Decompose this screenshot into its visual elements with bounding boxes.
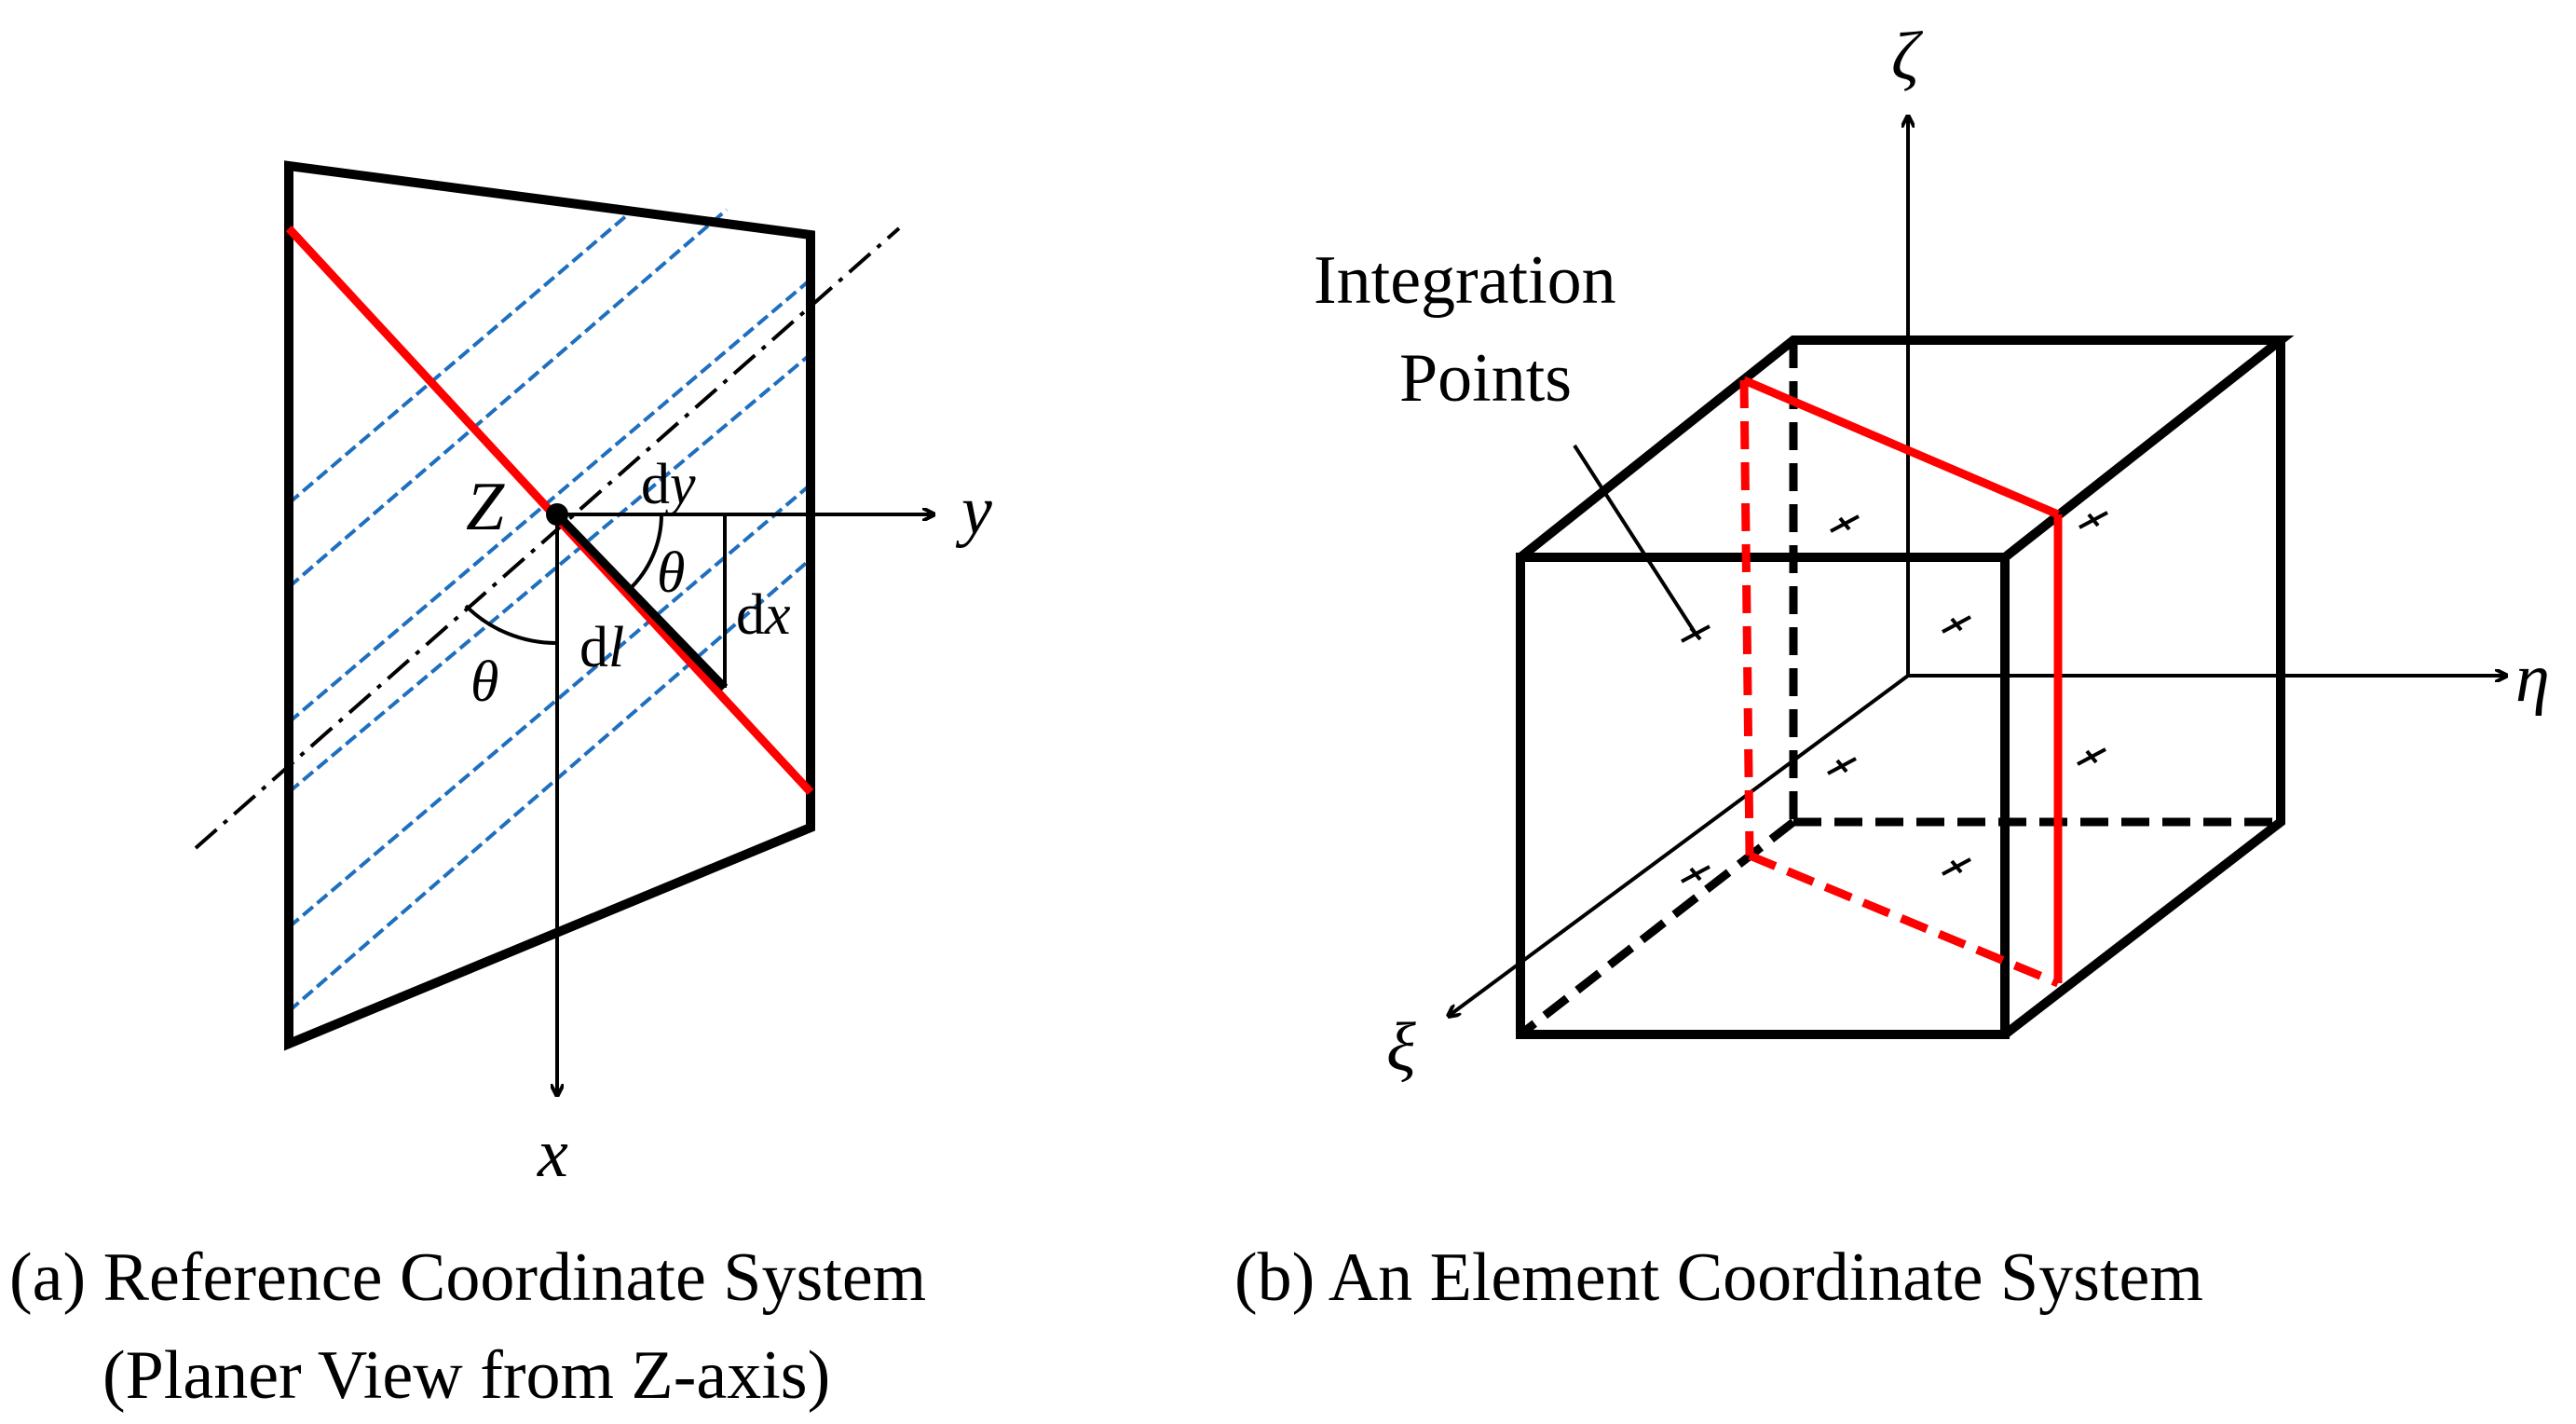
y-axis-label: y <box>955 472 992 549</box>
integration-point <box>1942 615 1971 634</box>
integration-point <box>1942 857 1971 876</box>
panel-b-element-coordinate-system: Integration Points ζ η ξ (b) An Element … <box>1234 19 2550 1316</box>
caption-a-line2: (Planer View from Z-axis) <box>102 1337 830 1414</box>
theta-arc-lower <box>464 604 558 646</box>
caption-a-line1: (a) Reference Coordinate System <box>9 1239 926 1316</box>
origin-label: Z <box>466 469 505 545</box>
panel-a-reference-coordinate-system: Z dy θ dx dl θ y x (a) Reference Coordin… <box>9 160 992 1414</box>
dash-dot-line <box>194 226 901 850</box>
integration-points-leader <box>1573 444 1697 636</box>
integration-point <box>1830 514 1860 533</box>
caption-b: (b) An Element Coordinate System <box>1234 1239 2203 1316</box>
integration-points-label-line2: Points <box>1399 340 1572 417</box>
red-section-plane <box>1739 376 2063 988</box>
theta-arc-upper <box>627 513 663 592</box>
integration-point <box>1681 865 1711 883</box>
dl-label: dl <box>579 616 624 679</box>
dl-segment <box>553 511 729 691</box>
eta-axis-label: η <box>2515 640 2550 717</box>
zeta-axis-label: ζ <box>1891 19 1924 95</box>
xi-axis-label: ξ <box>1386 1009 1416 1086</box>
hatch-lines <box>287 208 812 1013</box>
xi-axis-arrow <box>1449 674 1910 1016</box>
integration-point <box>2079 511 2108 529</box>
theta-label-upper: θ <box>657 541 685 605</box>
visible-cube-edges <box>1516 335 2295 1039</box>
integration-point <box>1827 757 1857 775</box>
origin-point <box>546 503 568 526</box>
theta-label-lower: θ <box>470 650 498 714</box>
plate-outline <box>284 160 815 1051</box>
integration-points-label-line1: Integration <box>1314 242 1616 319</box>
dx-label: dx <box>736 583 791 647</box>
dy-label: dy <box>641 453 696 516</box>
hidden-cube-edges <box>1518 340 2281 1038</box>
integration-point <box>2077 747 2106 766</box>
x-axis-label: x <box>537 1116 568 1192</box>
